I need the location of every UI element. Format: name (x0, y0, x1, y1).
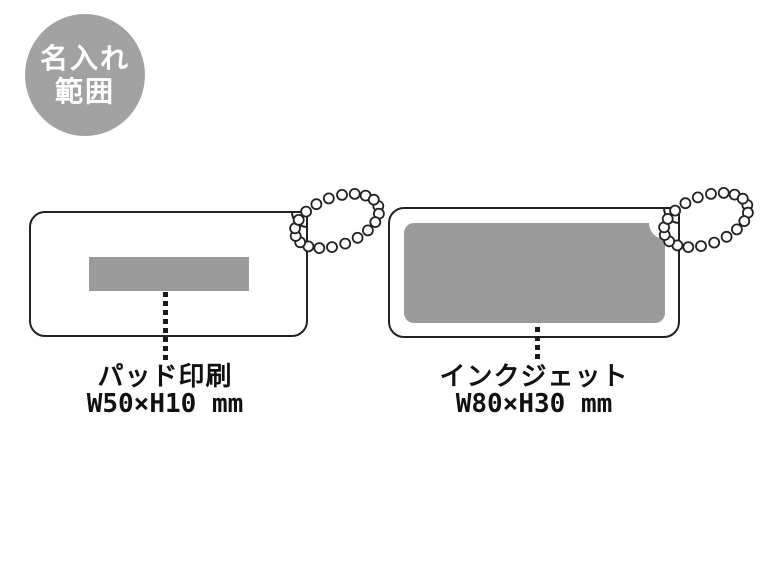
print-method-label: パッド印刷 (97, 361, 233, 391)
leader-line-inkjet (535, 327, 540, 363)
print-area-inkjet (403, 222, 665, 323)
print-size-label: W80×H30 mm (455, 389, 613, 419)
leader-line-pad (163, 292, 168, 362)
badge-line-1: 名入れ (39, 43, 130, 74)
ball-chain-icon (658, 187, 754, 253)
badge-line-2: 範囲 (54, 76, 115, 107)
print-area-pad (88, 257, 249, 291)
inkjet-label-group: インクジェット W80×H30 mm (410, 362, 658, 418)
imprint-range-badge: 名入れ 範囲 (25, 14, 145, 136)
keychain-plate-inkjet (388, 207, 680, 338)
print-method-label: インクジェット (439, 361, 629, 391)
pad-print-label-group: パッド印刷 W50×H10 mm (41, 362, 289, 418)
print-size-label: W50×H10 mm (86, 389, 244, 419)
ball-chain-icon (289, 188, 385, 254)
keychain-plate-pad (29, 211, 308, 337)
